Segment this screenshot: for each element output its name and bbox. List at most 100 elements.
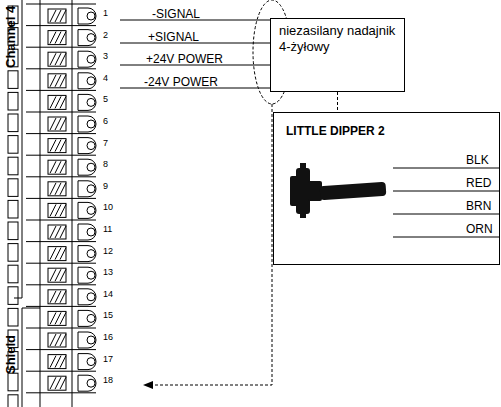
terminal-number: 7 (103, 139, 108, 148)
bracket-line (14, 298, 22, 299)
strip-divider (26, 155, 96, 156)
terminal-number: 11 (103, 225, 112, 234)
strip-divider (26, 47, 96, 48)
screw-hatch (50, 269, 56, 281)
dashed-connector (337, 92, 338, 112)
terminal-hole (87, 271, 95, 279)
screw-hatch (55, 204, 61, 216)
terminal-clamp (78, 332, 96, 348)
screw-hatch (60, 334, 66, 346)
terminal-clamp (78, 138, 96, 154)
marker-cell (8, 265, 18, 283)
strip-divider (26, 284, 96, 285)
marker-cell (8, 395, 18, 407)
marker-cell (8, 308, 18, 326)
screw-hatch (50, 32, 56, 44)
screw-hatch (60, 118, 66, 130)
terminal-hole (87, 336, 95, 344)
terminal-clamp (78, 94, 96, 110)
terminal-number: 4 (103, 74, 108, 83)
screw-hatch (55, 183, 61, 195)
screw-box (48, 31, 66, 45)
screw-hatch (60, 161, 66, 173)
screw-hatch (55, 334, 61, 346)
screw-hatch (55, 96, 61, 108)
terminal-hole (87, 206, 95, 214)
terminal-hole (87, 163, 95, 171)
terminal-clamp (78, 310, 96, 326)
terminal-number: 8 (103, 160, 108, 169)
strip-divider (26, 220, 96, 221)
terminal-clamp (78, 8, 96, 24)
strip-divider (26, 4, 96, 5)
screw-hatch (60, 53, 66, 65)
screw-hatch (55, 269, 61, 281)
screw-hatch (60, 226, 66, 238)
screw-hatch (50, 10, 56, 22)
screw-hatch (60, 291, 66, 303)
screw-hatch (50, 312, 56, 324)
arrowhead (143, 381, 153, 389)
screw-box (48, 333, 66, 347)
terminal-hole (87, 358, 95, 366)
screw-hatch (50, 161, 56, 173)
terminal-hole (87, 379, 95, 387)
terminal-hole (87, 185, 95, 193)
screw-hatch (55, 377, 61, 389)
screw-box (48, 225, 66, 239)
terminal-hole (87, 120, 95, 128)
screw-box (48, 290, 66, 304)
screw-hatch (60, 96, 66, 108)
terminal-number: 3 (103, 52, 108, 61)
transmitter-box: niezasilany nadajnik 4-żyłowy (270, 18, 405, 92)
screw-hatch (50, 140, 56, 152)
strip-divider (26, 25, 96, 26)
screw-hatch (55, 161, 61, 173)
marker-cell (8, 157, 18, 175)
marker-cell (8, 222, 18, 240)
signal-name: -SIGNAL (152, 8, 200, 20)
terminal-hole (87, 314, 95, 322)
terminal-hole (87, 293, 95, 301)
screw-hatch (50, 356, 56, 368)
screw-hatch (60, 75, 66, 87)
terminal-clamp (78, 375, 96, 391)
marker-cell (8, 373, 18, 391)
box-text: niezasilany nadajnik 4-żyłowy (279, 23, 396, 55)
wires (120, 20, 270, 88)
lead-lines (393, 168, 500, 237)
screw-box (48, 95, 66, 109)
screw-hatch (55, 312, 61, 324)
marker-cell (8, 287, 18, 305)
screw-hatch (55, 248, 61, 260)
screw-hatch (50, 248, 56, 260)
screw-hatch (55, 118, 61, 130)
terminal-clamp (78, 246, 96, 262)
shield-drain-line (152, 104, 272, 385)
strip-divider (26, 133, 96, 134)
screw-hatch (50, 183, 56, 195)
terminal-clamp (78, 51, 96, 67)
terminal-number: 12 (103, 247, 113, 256)
marker-cell (8, 244, 18, 262)
terminal-number: 14 (103, 290, 113, 299)
terminal-hole (87, 77, 95, 85)
screw-hatch (50, 226, 56, 238)
terminal-number: 10 (103, 203, 113, 212)
terminal-strip (8, 0, 96, 407)
terminal-hole (87, 142, 95, 150)
strip-divider (26, 241, 96, 242)
strip-divider (26, 392, 96, 393)
sensor-illustration (290, 163, 386, 218)
screw-hatch (60, 204, 66, 216)
screw-hatch (60, 10, 66, 22)
terminal-hole (87, 12, 95, 20)
screw-hatch (50, 377, 56, 389)
terminal-clamp (78, 289, 96, 305)
wire-color: BLK (466, 154, 489, 166)
screw-hatch (60, 377, 66, 389)
terminal-clamp (78, 224, 96, 240)
strip-divider (26, 371, 96, 372)
